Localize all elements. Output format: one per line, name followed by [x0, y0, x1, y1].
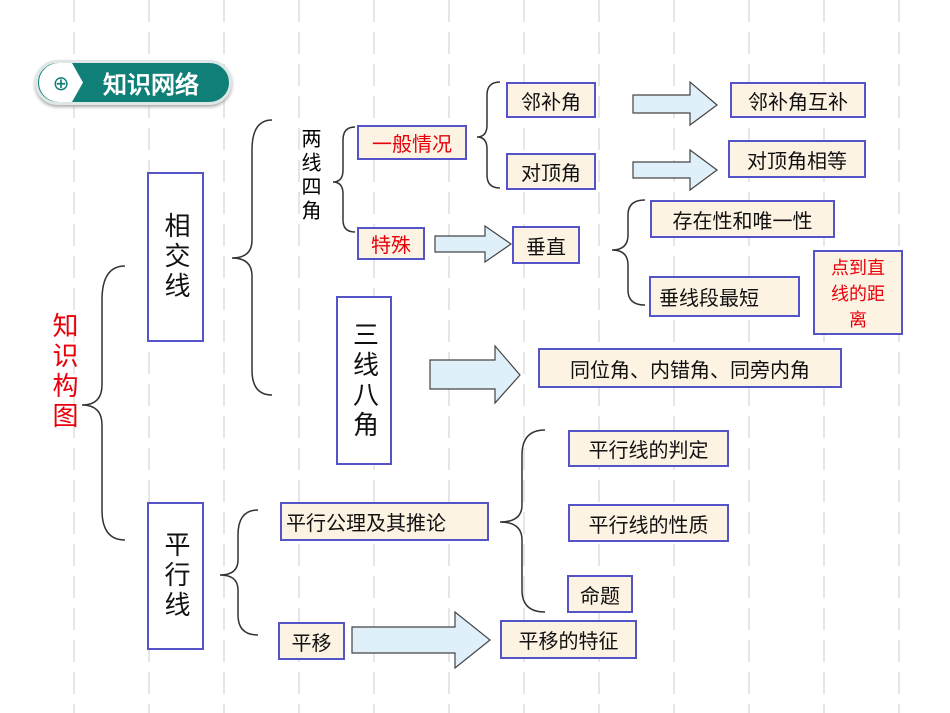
- node-angle-types: 同位角、内错角、同旁内角: [538, 348, 842, 388]
- brace-perpendicular: [611, 199, 646, 306]
- arrow-special: [434, 224, 513, 264]
- node-existence: 存在性和唯一性: [650, 200, 835, 238]
- node-properties: 平行线的性质: [568, 504, 729, 542]
- node-adjacent-result: 邻补角互补: [730, 82, 866, 118]
- node-three-lines-eight-angles: 三线八角: [336, 296, 392, 465]
- brace-intersecting: [231, 119, 273, 396]
- magnifier-plus-icon: ⊕: [39, 63, 83, 102]
- brace-parallel: [219, 509, 259, 636]
- node-adjacent-angle: 邻补角: [506, 82, 596, 118]
- node-parallel-lines: 平行线: [147, 502, 204, 650]
- brace-general: [476, 81, 501, 189]
- arrow-adjacent: [632, 80, 718, 127]
- node-special: 特殊: [357, 227, 425, 260]
- two-lines-four-angles: 两线四角: [298, 128, 322, 224]
- brace-axiom: [499, 429, 546, 613]
- node-axiom: 平行公理及其推论: [280, 502, 489, 541]
- node-intersecting-lines: 相交线: [147, 172, 204, 342]
- node-vertical-angle: 对顶角: [506, 153, 596, 190]
- node-perpendicular: 垂直: [512, 226, 580, 264]
- root-label: 知识构图: [48, 312, 78, 432]
- arrow-translation: [351, 610, 491, 670]
- node-translation-features: 平移的特征: [500, 620, 637, 659]
- brace-root: [81, 265, 126, 541]
- node-proposition: 命题: [567, 575, 633, 613]
- arrow-vertical: [632, 148, 719, 192]
- header-title: 知识网络: [103, 71, 199, 99]
- node-translation: 平移: [278, 622, 345, 660]
- header-badge: ⊕ 知识网络: [35, 60, 232, 105]
- node-vertical-result: 对顶角相等: [728, 140, 866, 178]
- node-general: 一般情况: [357, 125, 467, 160]
- node-criteria: 平行线的判定: [568, 430, 729, 467]
- node-distance: 点到直线的距离: [813, 250, 903, 335]
- node-shortest: 垂线段最短: [649, 276, 800, 317]
- brace-two-lines: [332, 126, 356, 233]
- arrow-three-lines: [429, 344, 521, 405]
